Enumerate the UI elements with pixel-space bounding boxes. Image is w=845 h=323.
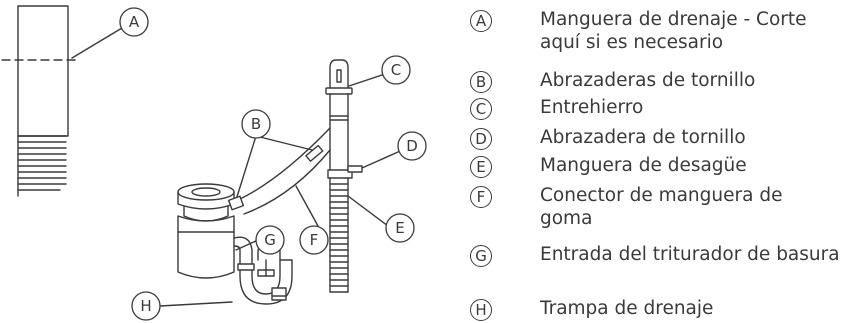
callout-h-letter: H bbox=[140, 297, 151, 315]
callout-c: C bbox=[381, 55, 411, 85]
callout-a: A bbox=[119, 7, 149, 37]
standpipe bbox=[329, 93, 349, 179]
legend-badge-d: D bbox=[470, 128, 492, 150]
screw-clamp-d bbox=[327, 151, 399, 179]
air-gap bbox=[325, 59, 386, 95]
legend-badge-g: G bbox=[470, 245, 492, 267]
callout-f: F bbox=[299, 225, 329, 255]
legend-text-g: Entrada del triturador de basura bbox=[540, 244, 840, 265]
callout-e: E bbox=[385, 213, 415, 243]
legend-text-f: Conector de manguera de goma bbox=[540, 185, 783, 229]
callout-b-letter: B bbox=[251, 115, 261, 133]
legend-text-e: Manguera de desagüe bbox=[540, 155, 747, 176]
legend-text-h: Trampa de drenaje bbox=[540, 298, 714, 319]
legend-badge-a: A bbox=[470, 10, 492, 32]
callout-b: B bbox=[241, 109, 271, 139]
legend-text-c: Entrehierro bbox=[540, 97, 644, 118]
legend-text-a: Manguera de drenaje - Corte aquí si es n… bbox=[540, 9, 807, 53]
legend-badge-e: E bbox=[470, 156, 492, 178]
legend-badge-h: H bbox=[470, 299, 492, 321]
hose-corrugation bbox=[17, 135, 67, 197]
legend-badge-b: B bbox=[470, 71, 492, 93]
callout-f-letter: F bbox=[310, 231, 319, 249]
callout-c-letter: C bbox=[391, 61, 401, 79]
callout-g-letter: G bbox=[264, 231, 276, 249]
callout-e-letter: E bbox=[395, 219, 404, 237]
corrugated-waste-hose bbox=[329, 177, 389, 293]
legend-badge-f: F bbox=[470, 186, 492, 208]
legend-badge-c: C bbox=[470, 98, 492, 120]
callout-d-letter: D bbox=[406, 137, 418, 155]
callout-h: H bbox=[131, 291, 161, 321]
legend-text-b: Abrazaderas de tornillo bbox=[540, 70, 756, 91]
drain-hose-detail bbox=[1, 5, 123, 197]
garbage-disposal bbox=[177, 183, 245, 279]
callout-d: D bbox=[397, 131, 427, 161]
callout-a-letter: A bbox=[129, 13, 140, 31]
drain-trap bbox=[159, 236, 293, 307]
callout-g: G bbox=[255, 225, 285, 255]
legend-text-d: Abrazadera de tornillo bbox=[540, 127, 746, 148]
rubber-hose-connector bbox=[237, 127, 331, 227]
